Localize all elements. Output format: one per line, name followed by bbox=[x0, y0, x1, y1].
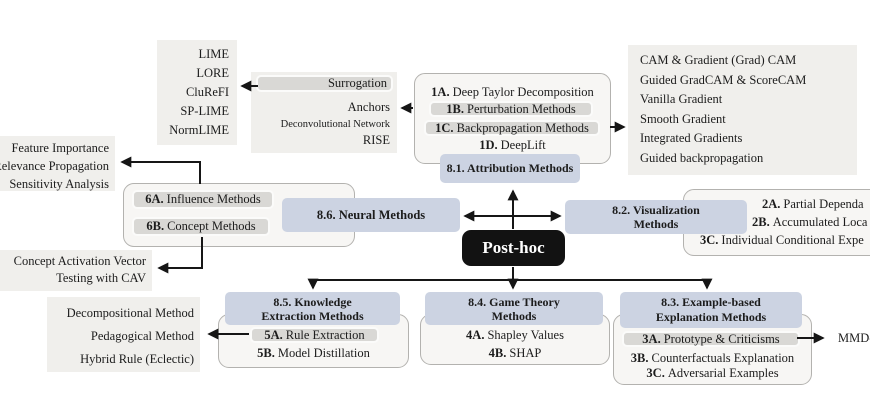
row-prefix: 6B. bbox=[146, 219, 165, 233]
list-item: SP-LIME bbox=[180, 104, 229, 118]
attribution-row-1c-bar: 1C.Backpropagation Methods bbox=[424, 120, 600, 136]
game-row-4a: 4A.Shapley Values bbox=[421, 328, 609, 343]
list-item: Feature Importance bbox=[11, 141, 109, 155]
row-label: Accumulated Loca bbox=[772, 215, 868, 229]
node-title-line1: 8.2. Visualization bbox=[612, 203, 700, 217]
visualization-row-2b: 2B.Accumulated Loca bbox=[752, 215, 867, 230]
example-based-node: 8.3. Example-based Explanation Methods bbox=[620, 292, 802, 328]
list-item: Anchors bbox=[347, 100, 390, 114]
list-item: Decompositional Method bbox=[66, 306, 194, 320]
list-item: CluReFI bbox=[185, 85, 229, 99]
list-item: Deconvolutional Network bbox=[280, 119, 390, 130]
perturbation-examples-list: Surrogation Anchors Deconvolutional Netw… bbox=[251, 72, 397, 153]
list-item: Guided GradCAM & ScoreCAM bbox=[640, 72, 807, 87]
row-prefix: 5B. bbox=[257, 346, 275, 360]
row-label: Deep Taylor Decomposition bbox=[452, 85, 594, 99]
node-title-line1: 8.5. Knowledge bbox=[273, 295, 352, 309]
row-prefix: 6A. bbox=[145, 192, 164, 206]
visualization-row-3c: 3C.Individual Conditional Expe bbox=[700, 233, 864, 248]
row-prefix: 2A. bbox=[762, 197, 781, 211]
example-row-3c: 3C.Adversarial Examples bbox=[614, 366, 811, 381]
list-item: Concept Activation Vector bbox=[13, 254, 146, 268]
row-prefix: 3C. bbox=[700, 233, 719, 247]
row-label: Concept Methods bbox=[167, 219, 256, 233]
list-item: Integrated Gradients bbox=[640, 131, 743, 145]
knowledge-extraction-node: 8.5. Knowledge Extraction Methods bbox=[225, 292, 400, 325]
example-row-3b: 3B.Counterfactuals Explanation bbox=[614, 351, 811, 366]
concept-examples-list: Concept Activation Vector Testing with C… bbox=[0, 250, 152, 291]
row-label: Counterfactuals Explanation bbox=[651, 351, 795, 365]
list-item: CAM & Gradient (Grad) CAM bbox=[640, 53, 797, 67]
row-label: Influence Methods bbox=[166, 192, 261, 206]
attribution-row-1a: 1A.Deep Taylor Decomposition bbox=[415, 85, 610, 100]
game-theory-node: 8.4. Game Theory Methods bbox=[425, 292, 603, 325]
neural-node: 8.6. Neural Methods bbox=[282, 198, 460, 232]
node-title-line1: 8.4. Game Theory bbox=[468, 295, 560, 309]
row-label: Adversarial Examples bbox=[667, 366, 779, 380]
backprop-examples-list: CAM & Gradient (Grad) CAM Guided GradCAM… bbox=[628, 45, 857, 175]
list-item: Vanilla Gradient bbox=[640, 92, 723, 106]
row-prefix: 4B. bbox=[488, 346, 507, 360]
row-prefix: 1B. bbox=[446, 102, 465, 116]
row-label: Shapley Values bbox=[487, 328, 564, 342]
branch-line-posthoc-down bbox=[312, 267, 708, 281]
visualization-node: 8.2. Visualization Methods bbox=[565, 200, 747, 234]
row-prefix: 1A. bbox=[431, 85, 450, 99]
game-row-4b: 4B.SHAP bbox=[421, 346, 609, 361]
lime-variants-list: LIME LORE CluReFI SP-LIME NormLIME bbox=[157, 40, 237, 145]
visualization-row-2a: 2A.Partial Dependa bbox=[762, 197, 864, 212]
knowledge-row-5b: 5B.Model Distillation bbox=[219, 346, 408, 361]
list-item: Relevance Propagation bbox=[0, 159, 109, 173]
row-label: Backpropagation Methods bbox=[456, 121, 589, 135]
attribution-row-1d: 1D.DeepLift bbox=[415, 138, 610, 153]
node-title-line2: Methods bbox=[491, 309, 537, 323]
posthoc-node: Post-hoc bbox=[462, 230, 565, 266]
row-label: Prototype & Criticisms bbox=[663, 332, 780, 346]
node-title-line2: Explanation Methods bbox=[655, 310, 767, 324]
row-label: Model Distillation bbox=[277, 346, 370, 360]
list-item: Hybrid Rule (Eclectic) bbox=[80, 352, 194, 366]
node-title-line1: 8.3. Example-based bbox=[661, 295, 761, 309]
neural-row-6a-bar: 6A.Influence Methods bbox=[132, 190, 274, 209]
row-prefix: 2B. bbox=[752, 215, 770, 229]
row-label: Individual Conditional Expe bbox=[721, 233, 864, 247]
influence-examples-list: Feature Importance Relevance Propagation… bbox=[0, 136, 115, 191]
arrow-influence-to-list bbox=[120, 156, 201, 184]
row-prefix: 3A. bbox=[642, 332, 661, 346]
knowledge-row-5a-bar: 5A.Rule Extraction bbox=[250, 327, 379, 343]
row-prefix: 3C. bbox=[646, 366, 665, 380]
row-prefix: 4A. bbox=[466, 328, 485, 342]
attribution-group: 1A.Deep Taylor Decomposition 1B.Perturba… bbox=[414, 73, 611, 164]
bar-label: Surrogation bbox=[327, 76, 387, 90]
list-item: Guided backpropagation bbox=[640, 150, 764, 165]
row-label: Partial Dependa bbox=[783, 197, 864, 211]
list-item: RISE bbox=[362, 133, 390, 147]
example-row-3a-bar: 3A.Prototype & Criticisms bbox=[622, 331, 800, 347]
row-label: Rule Extraction bbox=[285, 328, 365, 342]
row-label: DeepLift bbox=[500, 138, 546, 152]
mmd-label: MMD- bbox=[838, 331, 870, 345]
surrogation-bar: Surrogation bbox=[256, 75, 393, 92]
list-item: LORE bbox=[196, 66, 229, 80]
neural-row-6b-bar: 6B.Concept Methods bbox=[132, 217, 270, 236]
row-label: Perturbation Methods bbox=[467, 102, 576, 116]
row-prefix: 1C. bbox=[435, 121, 454, 135]
attribution-row-1b-bar: 1B.Perturbation Methods bbox=[429, 101, 593, 117]
row-prefix: 3B. bbox=[630, 351, 649, 365]
row-prefix: 1D. bbox=[479, 138, 498, 152]
list-item: LIME bbox=[198, 47, 229, 61]
list-item: Smooth Gradient bbox=[640, 111, 726, 126]
node-title-line2: Methods bbox=[633, 217, 679, 231]
node-title-line2: Extraction Methods bbox=[261, 309, 364, 323]
list-item: Testing with CAV bbox=[56, 271, 146, 285]
list-item: Sensitivity Analysis bbox=[9, 177, 109, 191]
list-item: Pedagogical Method bbox=[90, 329, 194, 343]
list-item: NormLIME bbox=[169, 123, 229, 137]
rule-extraction-examples-list: Decompositional Method Pedagogical Metho… bbox=[47, 297, 200, 372]
attribution-node: 8.1. Attribution Methods bbox=[440, 154, 580, 183]
row-prefix: 5A. bbox=[264, 328, 283, 342]
row-label: SHAP bbox=[509, 346, 542, 360]
